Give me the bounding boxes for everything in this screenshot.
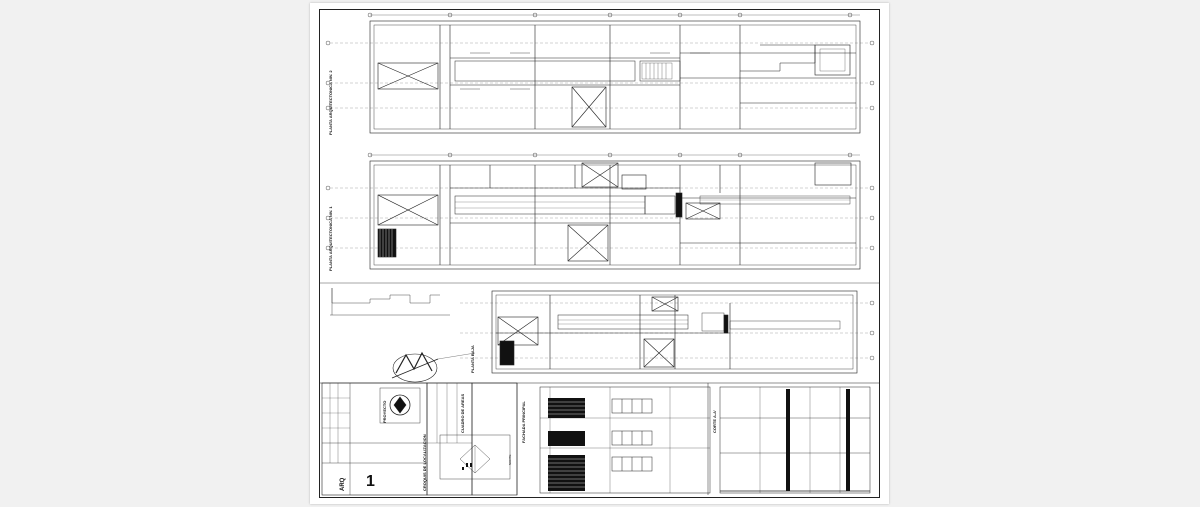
plan-lower-title: PLANTA BAJA bbox=[470, 345, 475, 373]
sheet-code: ARQ bbox=[340, 477, 346, 491]
sheet-border bbox=[319, 9, 880, 498]
blueprint-drawing bbox=[319, 12, 880, 496]
plan-middle-drawing bbox=[325, 152, 875, 270]
title-block bbox=[321, 382, 518, 496]
sheet-number: 1 bbox=[366, 473, 375, 490]
front-elevation-drawing bbox=[539, 386, 711, 494]
location-title: CROQUIS DE LOCALIZACION bbox=[422, 434, 427, 491]
drawing-sheet: PLANTA ARQUITECTONICA NIV. 2 PLANTA ARQU… bbox=[310, 3, 889, 504]
front-elevation-title: FACHADA PRINCIPAL bbox=[521, 401, 526, 443]
section-profile bbox=[330, 288, 450, 316]
plan-top-title: PLANTA ARQUITECTONICA NIV. 2 bbox=[328, 70, 333, 135]
logo-emblem bbox=[391, 351, 476, 383]
plan-top-drawing bbox=[325, 12, 875, 134]
areas-table-title: CUADRO DE AREAS bbox=[460, 393, 465, 433]
north-label: NORTE bbox=[508, 454, 512, 465]
plan-middle-title: PLANTA ARQUITECTONICA NIV. 1 bbox=[328, 206, 333, 271]
section-title: CORTE A-A' bbox=[712, 409, 717, 433]
section-drawing bbox=[707, 383, 871, 495]
logo-text: PROYECTO bbox=[382, 400, 387, 423]
plan-lower-drawing bbox=[460, 290, 875, 374]
